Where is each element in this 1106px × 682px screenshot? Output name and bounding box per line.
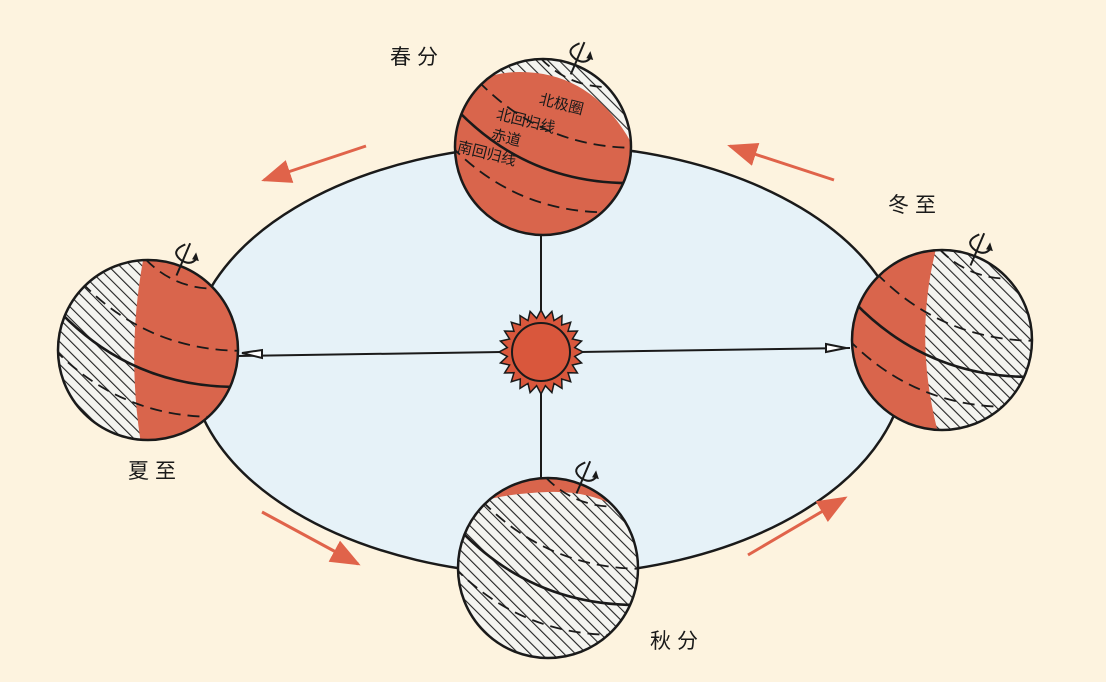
arrow-icon <box>747 496 848 557</box>
latitude-line <box>539 59 609 89</box>
latitude-line <box>455 145 608 214</box>
latitude-line <box>458 566 614 636</box>
day-side <box>134 260 238 440</box>
arrow-icon <box>261 510 361 566</box>
globe-summer-solstice <box>56 242 240 442</box>
label-autumn-equinox: 秋分 <box>650 629 704 653</box>
latitude-line <box>460 530 635 607</box>
label-summer-solstice: 夏至 <box>128 459 182 483</box>
latitude-line <box>144 260 215 290</box>
arrow-icon <box>261 144 367 183</box>
rotation-axis-icon <box>569 41 594 75</box>
latitude-line <box>544 478 615 508</box>
latitude-line <box>481 500 638 570</box>
latitude-line <box>875 272 1032 342</box>
latitude-line <box>478 80 631 149</box>
rotation-axis-icon <box>175 242 199 276</box>
latitude-line <box>60 312 235 389</box>
orbit-direction-arrows <box>261 142 848 566</box>
night-side <box>458 478 638 658</box>
rotation-axis-icon <box>969 232 993 266</box>
latitude-line <box>457 109 629 185</box>
latitude-line <box>938 250 1009 280</box>
rotation-axis-icon <box>575 460 599 494</box>
latitude-line <box>58 348 214 418</box>
latitude-line <box>81 282 238 352</box>
latitude-line <box>852 338 1008 408</box>
latitude-line <box>854 302 1029 379</box>
label-spring-equinox: 春分 <box>390 45 444 69</box>
arrow-icon <box>727 142 835 182</box>
globe-winter-solstice <box>850 232 1034 432</box>
sun-icon <box>497 308 585 396</box>
label-winter-solstice: 冬至 <box>888 193 942 217</box>
